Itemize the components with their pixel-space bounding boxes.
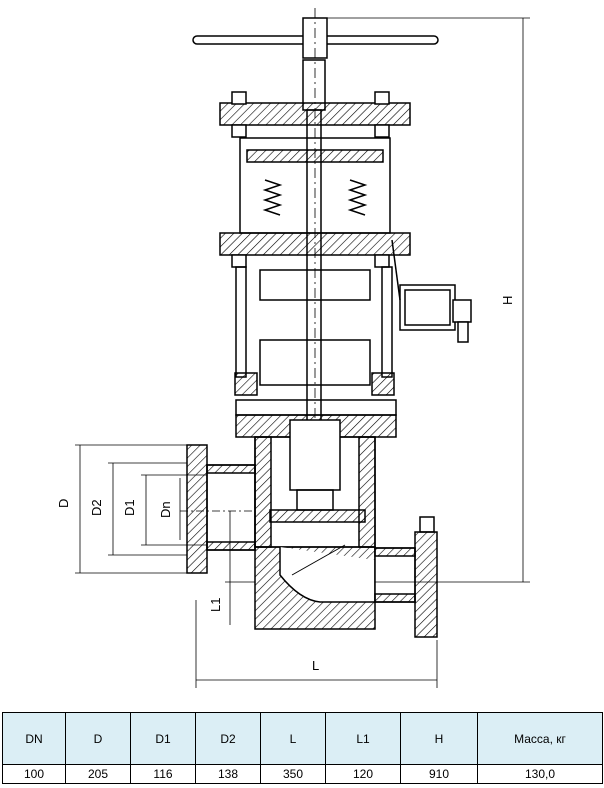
header-l1: L1 (325, 712, 401, 765)
value-l: 350 (260, 764, 326, 784)
value-mass: 130,0 (477, 764, 603, 784)
header-d2: D2 (195, 712, 261, 765)
dim-label-dn: Dn (158, 501, 173, 518)
header-mass: Масса, кг (477, 712, 603, 765)
value-d2: 138 (195, 764, 261, 784)
table-row: 100 205 116 138 350 120 910 130,0 (2, 764, 603, 784)
header-dn: DN (2, 712, 66, 765)
dim-label-l1: L1 (208, 598, 223, 612)
dim-label-d2: D2 (89, 499, 104, 516)
value-h: 910 (400, 764, 478, 784)
header-l: L (260, 712, 326, 765)
header-d: D (65, 712, 131, 765)
dim-label-d: D (56, 499, 71, 508)
valve-drawing: D D2 D1 Dn L1 L H (56, 8, 530, 688)
value-dn: 100 (2, 764, 66, 784)
specifications-table: DN D D1 D2 L L1 H Масса, кг 100 205 116 … (2, 712, 603, 784)
header-d1: D1 (130, 712, 196, 765)
header-h: H (400, 712, 478, 765)
table-header-row: DN D D1 D2 L L1 H Масса, кг (2, 712, 603, 765)
value-d1: 116 (130, 764, 196, 784)
value-l1: 120 (325, 764, 401, 784)
dim-label-h: H (500, 296, 515, 305)
dim-label-d1: D1 (122, 499, 137, 516)
dimension-lines (75, 17, 530, 688)
value-d: 205 (65, 764, 131, 784)
valve-body-outline (186, 8, 472, 638)
dim-label-l: L (312, 658, 319, 673)
